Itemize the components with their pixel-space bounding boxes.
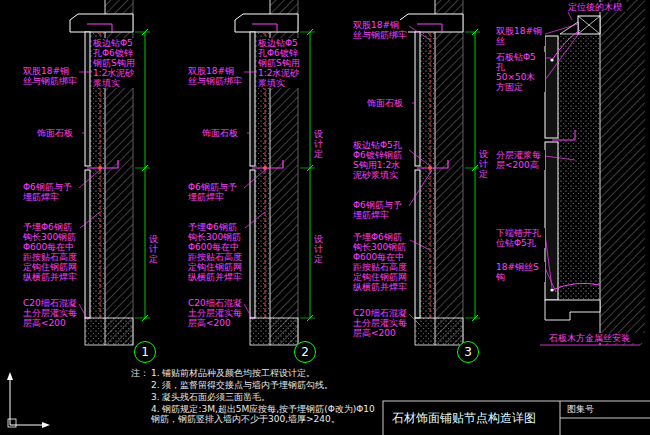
annotation-label: C20细石混凝土分层灌实每层高<200 [187,298,243,328]
wood-batten-cross [578,16,600,34]
drill-hole [550,288,553,291]
title-frame [383,401,650,435]
annotation-label: Φ6钢筋与予埋筋焊牢 [22,182,78,202]
note-text: 2. 须，监督留得交接点与墙内予埋钢筋勾线。 [150,380,382,390]
axis-arrow [7,372,13,380]
note-text: 注： [130,368,150,378]
stone-slab [85,32,90,166]
copper-wire [552,30,580,60]
caption-underline [540,345,640,346]
dimension-tick [142,29,148,321]
title-divider [560,418,650,419]
stone-slab [545,36,558,138]
annotation-label: 板边钻Φ5孔Φ6镀锌钢筋S钩用1:2水泥砂浆填实 [352,140,408,180]
rebar-section [98,166,102,170]
annotation-label: 予埋Φ6钢筋钩长300钢筋Φ600每在中距按贴石高度定钩住钢筋网纵横筋并焊牢 [22,222,80,282]
ucs-icon [7,372,50,428]
annotation-label: 双股18#铜丝与钢筋绑牢 [352,20,408,40]
wood-wedge [560,22,578,34]
annotation-label: Φ6钢筋与予埋筋焊牢 [187,182,243,202]
anchor-hook [87,160,118,168]
dimension-text: 设计定 [149,235,158,265]
axis-arrow [42,422,50,428]
stone-slab [85,170,90,318]
annotation-label: 石板钻Φ5孔 [495,52,545,72]
note-text: 1. 铺贴前材品种及颜色均按工程设计定。 [150,368,382,378]
detail-number-circle: 2 [294,341,316,363]
wood-batten [578,16,600,34]
section-detail [235,0,315,345]
annotation-label: 饰面石板 [36,128,82,138]
leader-line [79,72,100,320]
annotation-label: C20细石混凝土分层灌实每层高<200 [352,308,408,338]
annotation-label: Φ6钢筋与予埋筋焊牢 [352,200,408,220]
annotation-label: 下端错开孔位钻Φ5孔 [495,228,545,248]
axis-box [8,419,16,427]
annotation-label: 18#铜丝S钩 [495,262,545,282]
annotation-label: 予埋Φ6钢筋钩长300钢筋Φ600每在中距按贴石高度定钩住钢筋网纵横筋并焊牢 [187,222,245,282]
s-hook [552,130,575,140]
wood-batten-detail [545,0,645,345]
anchor-hook [87,24,112,32]
annotation-label: 双股18#铜丝与钢筋绑牢 [187,66,243,86]
drawing-title: 石材饰面铺贴节点构造详图 [392,411,536,425]
stone-slab [545,142,558,300]
drill-hole [550,58,553,61]
annotation-label: 饰面石板 [366,98,412,108]
leader-line [244,72,265,320]
title-cell: 图集号 [566,404,595,414]
annotation-label: 双股18#铜丝 [495,26,545,46]
cap-stone [70,14,133,32]
axis-line [10,378,44,425]
title-block [383,401,650,435]
annotation-label: 定位後的木楔 [567,2,627,12]
annotation-label: 50×50木方固定 [495,72,545,92]
base-stone [545,300,600,320]
note-text: 4. 钢筋规定:3M,超出5M应按每,按予埋钢筋(Φ改为)Φ10钢筋，钢筋竖排入… [150,404,382,424]
copper-wire [552,283,600,290]
section-detail [400,0,480,345]
dimension-text: 设计定 [314,235,323,265]
annotation-label: 石板木方金属丝安装 [548,333,646,343]
annotation-label: C20细石混凝土分层灌实每层高<200 [22,298,78,328]
callout-number: 2 [301,346,309,358]
annotation-label: 分层灌浆每层<200高 [495,150,545,170]
detail-number-circle: 3 [457,341,479,363]
leader-line [545,10,580,292]
concrete-base [85,318,133,345]
annotation-label: 双股18#铜丝与钢筋绑牢 [22,66,78,86]
wall-hatch [600,0,645,345]
dimension-line [145,32,146,318]
callout-number: 3 [464,346,472,358]
callout-number: 1 [141,346,149,358]
annotation-label: 板边钻Φ5孔Φ6镀锌钢筋S钩用1:2水泥砂浆填实 [257,38,305,88]
dimension-text: 设计定 [314,130,323,160]
section-detail [70,0,150,345]
grout-fill [558,36,600,300]
annotation-label: 饰面石板 [201,128,247,138]
dimension-text: 设计定 [479,150,488,180]
note-text: 3. 凝头残石面必须三面凿毛。 [150,392,382,402]
detail-number-circle: 1 [134,341,156,363]
annotation-label: 板边钻Φ5孔Φ6镀锌钢筋S钩用1:2水泥砂浆填实 [92,38,140,88]
annotation-label: 予埋Φ6钢筋钩长300钢筋Φ600每在中距按贴石高度定钩住钢筋网纵横筋并焊牢 [352,232,410,292]
